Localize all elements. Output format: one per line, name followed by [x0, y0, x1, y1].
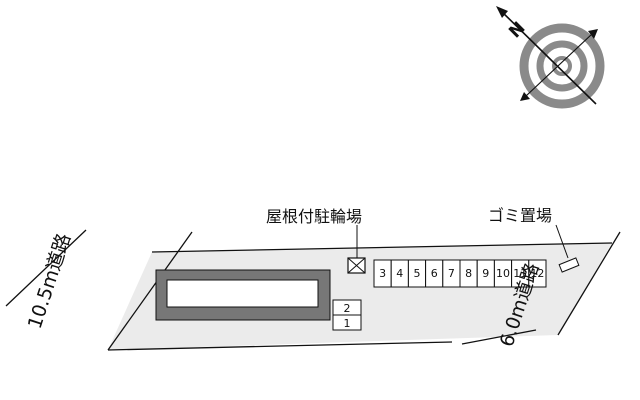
parking-space-2-label: 2 [344, 302, 351, 315]
compass-cross-arrow-icon [588, 29, 598, 39]
compass: N [496, 6, 605, 109]
parking-space-12 [528, 259, 547, 288]
parking-space-7-label: 7 [448, 267, 455, 280]
parking-space-8-label: 8 [465, 267, 472, 280]
compass-north-arrow-icon [496, 6, 508, 18]
right-road-line-inner [557, 231, 621, 336]
garbage-area-icon [558, 257, 580, 273]
parking-space-3-label: 3 [379, 267, 386, 280]
compass-cross-arrow-icon-2 [520, 92, 530, 101]
compass-north-label: N [505, 18, 529, 42]
parking-stack: 2 1 [332, 299, 362, 331]
parking-space-1 [332, 314, 362, 331]
lot-top-edge [151, 242, 613, 253]
left-road-line-outer [5, 229, 87, 307]
garbage-area-label: ゴミ置場 [488, 206, 552, 225]
right-road-line-outer [461, 329, 537, 345]
parking-space-10-label: 10 [496, 267, 510, 280]
building-inner [166, 279, 319, 308]
lot-bottom-edge [107, 341, 453, 351]
compass-center [552, 56, 572, 76]
compass-needle [497, 7, 597, 105]
bicycle-parking-label: 屋根付駐輪場 [266, 207, 362, 226]
compass-outer-ring [519, 23, 605, 109]
parking-space-12-label: 12 [530, 267, 544, 280]
garbage-label-leader [555, 224, 569, 259]
parking-space-4-label: 4 [396, 267, 403, 280]
parking-space-9-label: 9 [482, 267, 489, 280]
parking-space-6-label: 6 [431, 267, 438, 280]
compass-mid-ring [536, 40, 588, 92]
parking-space-1-label: 1 [344, 317, 351, 330]
bicycle-parking-icon [347, 257, 366, 274]
parking-space-5-label: 5 [414, 267, 421, 280]
parking-space-11-label: 11 [513, 267, 527, 280]
left-road-line-inner [107, 231, 193, 351]
compass-cross-a [525, 33, 593, 97]
